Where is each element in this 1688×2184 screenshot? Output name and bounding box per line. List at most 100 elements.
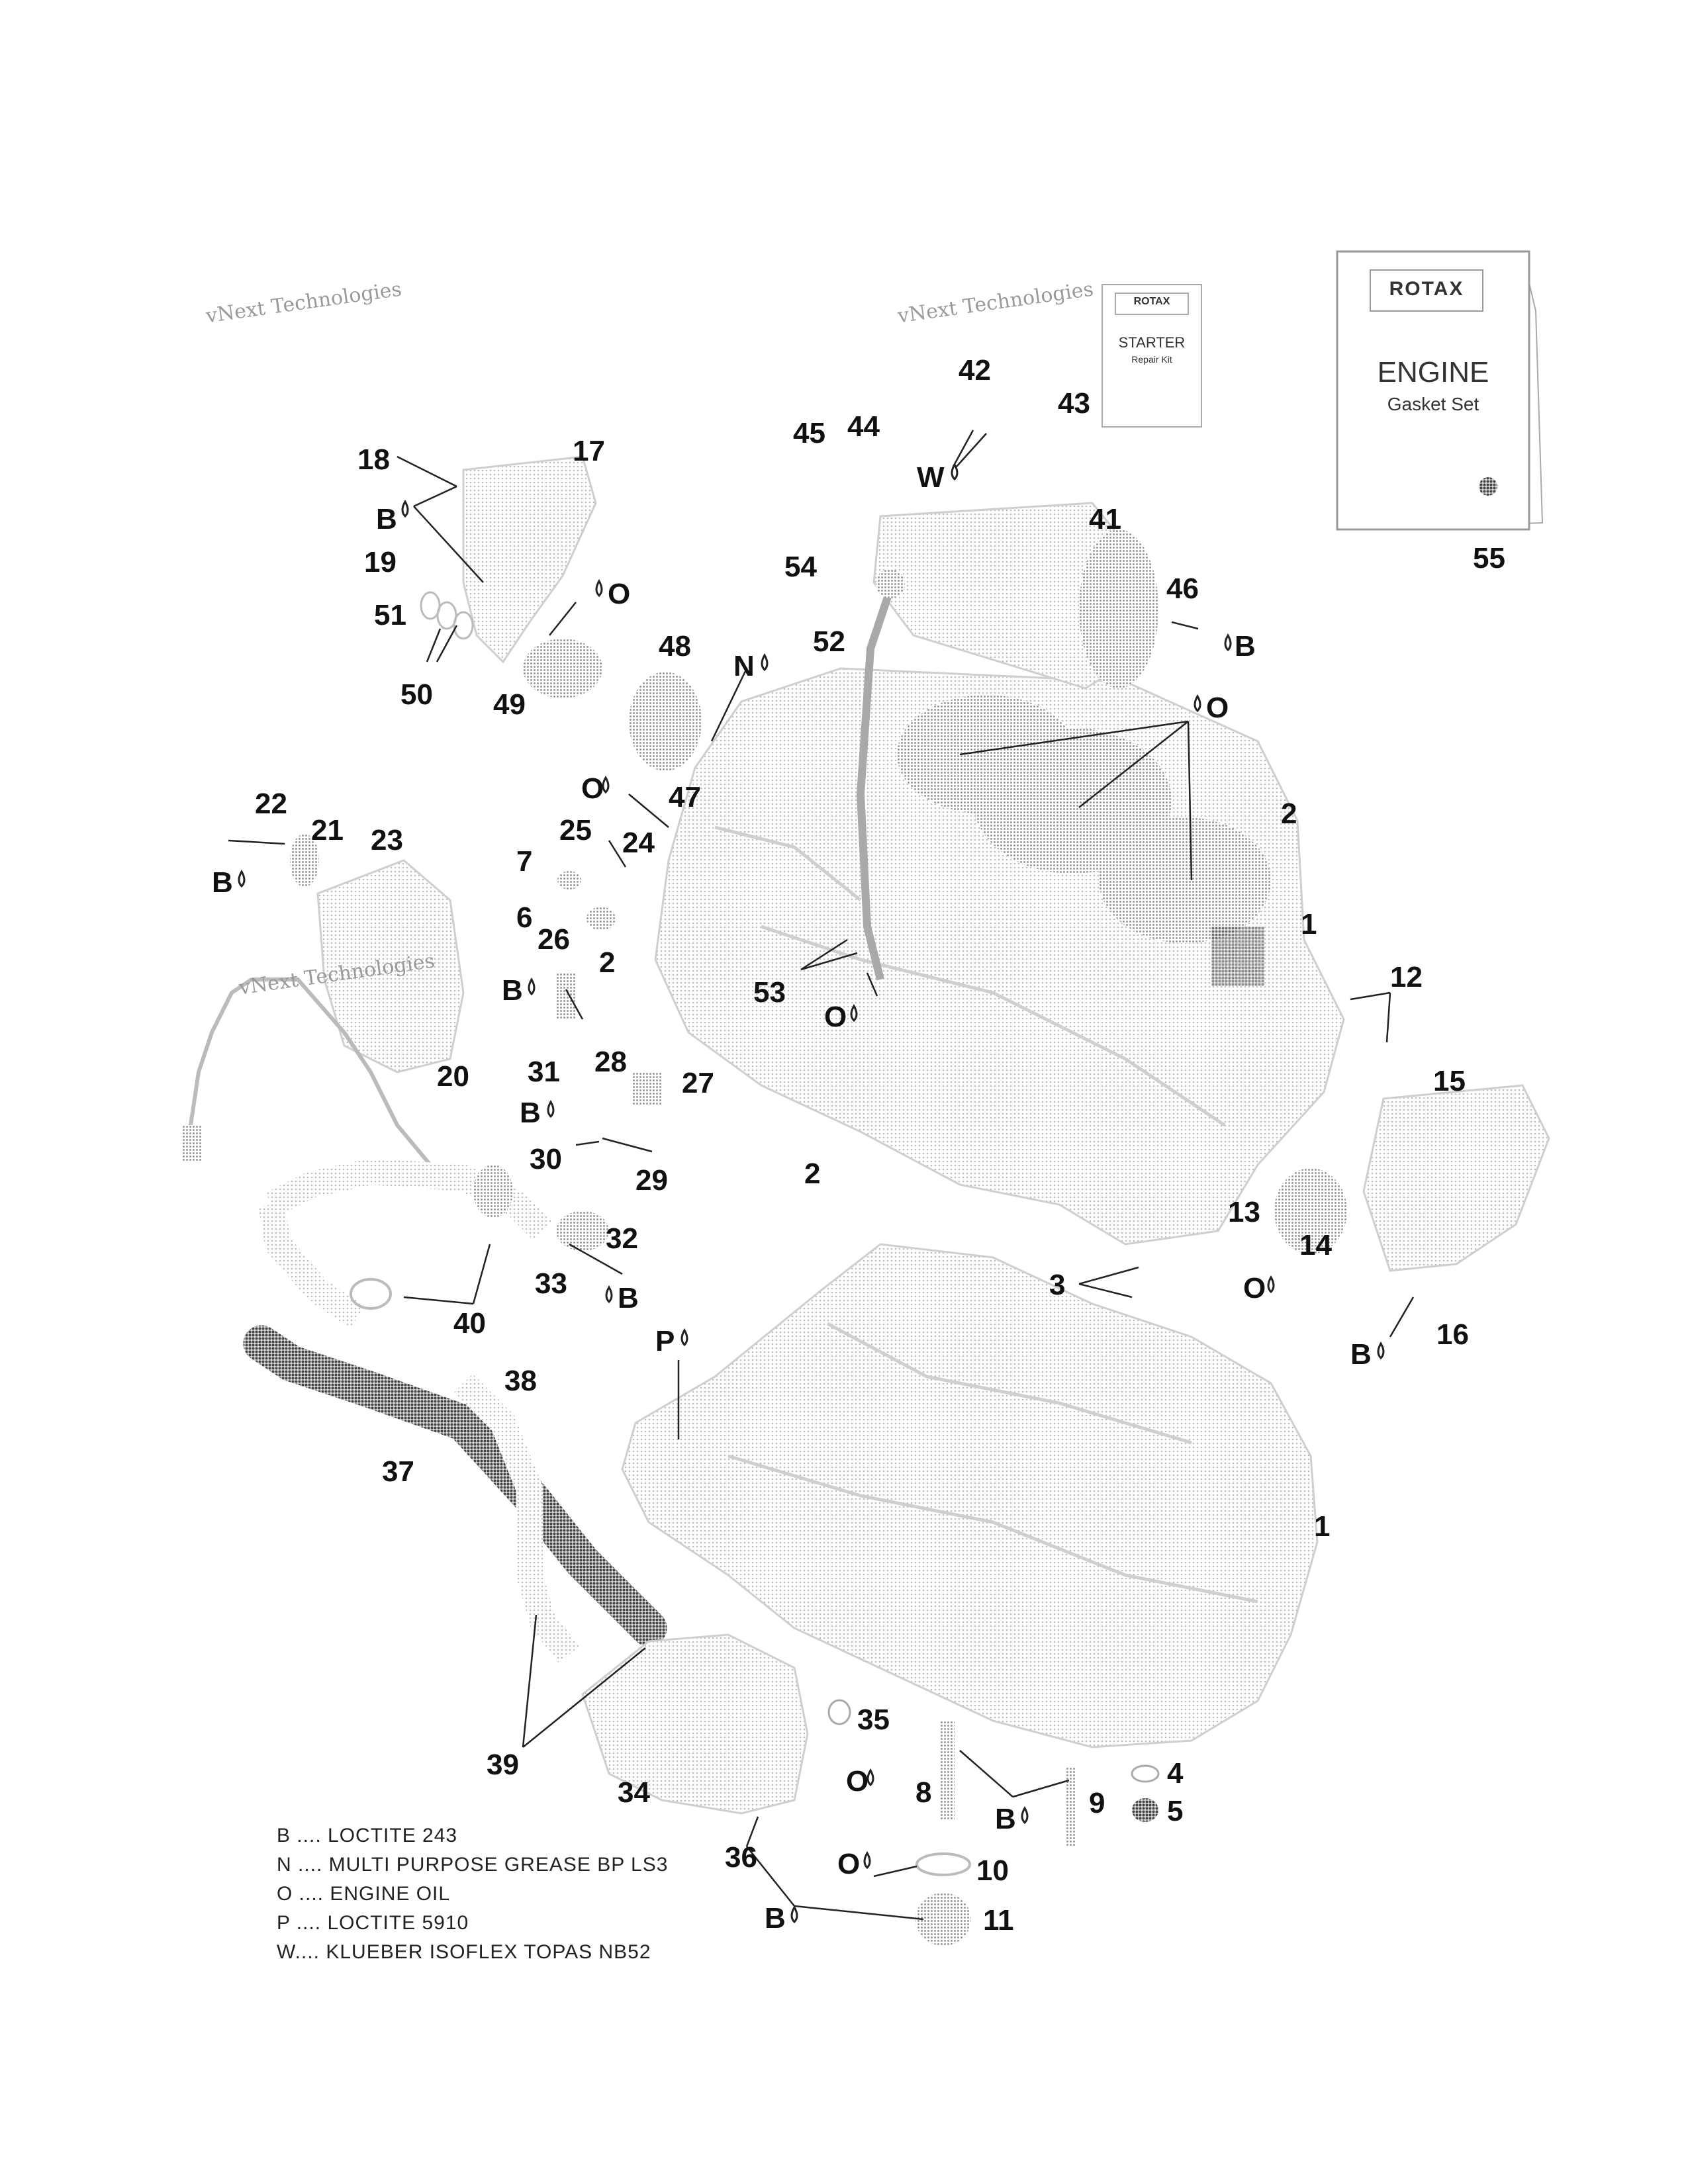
callout-label: 9 — [1089, 1787, 1105, 1819]
callout-label: 22 — [255, 788, 287, 820]
callout-label: 10 — [976, 1854, 1009, 1887]
coolant-hoses — [243, 1158, 667, 1663]
lubricant-code: B — [212, 866, 233, 899]
callout-label: 40 — [453, 1307, 486, 1340]
callout-label: 26 — [538, 923, 570, 956]
callout-label: 6 — [516, 901, 533, 934]
lubricant-code: O — [846, 1765, 869, 1797]
dipstick-tube — [856, 588, 894, 981]
legend-item: B .... LOCTITE 243 — [277, 1825, 458, 1846]
washer — [827, 1699, 851, 1725]
callout-label: 45 — [793, 417, 825, 449]
lubricant-code: B — [502, 974, 523, 1007]
lubricant-code: B — [1235, 630, 1256, 662]
callout-label: 1 — [1301, 908, 1317, 940]
oil-pump-cover — [581, 1633, 809, 1815]
callout-label: 49 — [493, 688, 526, 721]
lubricant-legend: B .... LOCTITE 243 N .... MULTI PURPOSE … — [277, 1821, 668, 1967]
seal-cap — [1274, 1168, 1347, 1254]
callout-label: 39 — [487, 1749, 519, 1781]
callout-label: 2 — [804, 1158, 821, 1190]
callout-label: 50 — [400, 678, 433, 711]
callout-label: 13 — [1228, 1196, 1260, 1228]
hose-38 — [453, 1373, 580, 1663]
callout-label: 15 — [1433, 1065, 1466, 1097]
callout-label: 2 — [1281, 797, 1297, 830]
stud — [1066, 1767, 1075, 1846]
callout-label: 28 — [594, 1046, 627, 1078]
callout-label: 36 — [725, 1841, 757, 1874]
callout-label: 27 — [682, 1067, 714, 1099]
lubricant-code: N — [733, 650, 755, 682]
callout-label: 19 — [364, 546, 397, 578]
callout-label: 21 — [311, 814, 344, 846]
lubricant-code: O — [837, 1848, 861, 1880]
booklet-large-subtitle: Gasket Set — [1387, 394, 1479, 414]
oil-filter-bolt — [940, 1721, 955, 1820]
lubricant-code: O — [608, 578, 631, 610]
callout-label: 43 — [1058, 387, 1090, 420]
callout-label: 11 — [983, 1904, 1014, 1936]
hose-37 — [243, 1325, 667, 1647]
lower-crankcase — [621, 1243, 1319, 1749]
drive-gear — [629, 672, 702, 771]
upper-crankcase — [654, 667, 1345, 1246]
callout-label: 31 — [528, 1056, 560, 1088]
lubricant-code: B — [376, 503, 397, 535]
dipstick-handle — [876, 569, 905, 598]
lubricant-code: O — [824, 1001, 847, 1033]
lubricant-code: O — [1206, 692, 1229, 724]
lubricant-code: P — [655, 1325, 675, 1357]
callout-label: 54 — [784, 551, 817, 583]
callout-label: 1 — [1314, 1510, 1331, 1543]
callout-label: 46 — [1166, 572, 1199, 605]
callout-label: 53 — [753, 976, 786, 1009]
callout-label: 55 — [1473, 542, 1505, 574]
booklet-small-brand: ROTAX — [1133, 296, 1170, 307]
callout-label: 14 — [1299, 1229, 1332, 1261]
water-pump-housing — [420, 455, 602, 698]
callout-label: 16 — [1436, 1318, 1469, 1351]
cylinder-bore — [1099, 817, 1271, 943]
callout-label: 24 — [622, 827, 655, 859]
lubricant-code: B — [618, 1282, 639, 1314]
booklet-small-title: STARTER — [1118, 334, 1186, 351]
lubricant-code: O — [581, 772, 604, 805]
callout-label: 41 — [1089, 503, 1121, 535]
callout-label: 33 — [535, 1267, 567, 1300]
callout-label: 30 — [530, 1143, 562, 1175]
callout-label: 35 — [857, 1704, 890, 1736]
legend-item: O .... ENGINE OIL — [277, 1883, 451, 1905]
booklet-large-brand: ROTAX — [1389, 278, 1464, 300]
oil-filter — [915, 1893, 971, 1946]
fitting — [557, 871, 581, 889]
callout-label: 52 — [813, 625, 845, 658]
lubricant-code: B — [520, 1097, 541, 1129]
callout-label: 8 — [915, 1776, 932, 1809]
plug — [1131, 1764, 1160, 1783]
lubricant-code: B — [1350, 1338, 1372, 1371]
drain-plug — [1132, 1798, 1158, 1822]
lubricant-code: B — [995, 1803, 1016, 1835]
callout-label: 37 — [382, 1455, 414, 1488]
starter-motor — [872, 502, 1158, 690]
callout-label: 47 — [669, 781, 701, 813]
fitting — [586, 907, 616, 931]
callout-label: 18 — [357, 443, 390, 476]
crankcase-window — [1211, 927, 1264, 986]
callout-label: 42 — [959, 354, 991, 387]
leader-lines — [228, 430, 1415, 1921]
sleeve — [632, 1072, 662, 1105]
legend-item: W.... KLUEBER ISOFLEX TOPAS NB52 — [277, 1941, 651, 1963]
callout-label: 17 — [573, 435, 605, 467]
callout-label: 44 — [847, 410, 880, 443]
cylinder-bore — [897, 695, 1076, 814]
callout-label: 29 — [635, 1164, 668, 1197]
booklet-small-subtitle: Repair Kit — [1131, 354, 1172, 365]
legend-item: P .... LOCTITE 5910 — [277, 1912, 469, 1934]
callout-label: 51 — [374, 599, 406, 631]
legend-item: N .... MULTI PURPOSE GREASE BP LS3 — [277, 1854, 669, 1876]
callout-label: 38 — [504, 1365, 537, 1397]
sensor-harness — [182, 834, 517, 1193]
